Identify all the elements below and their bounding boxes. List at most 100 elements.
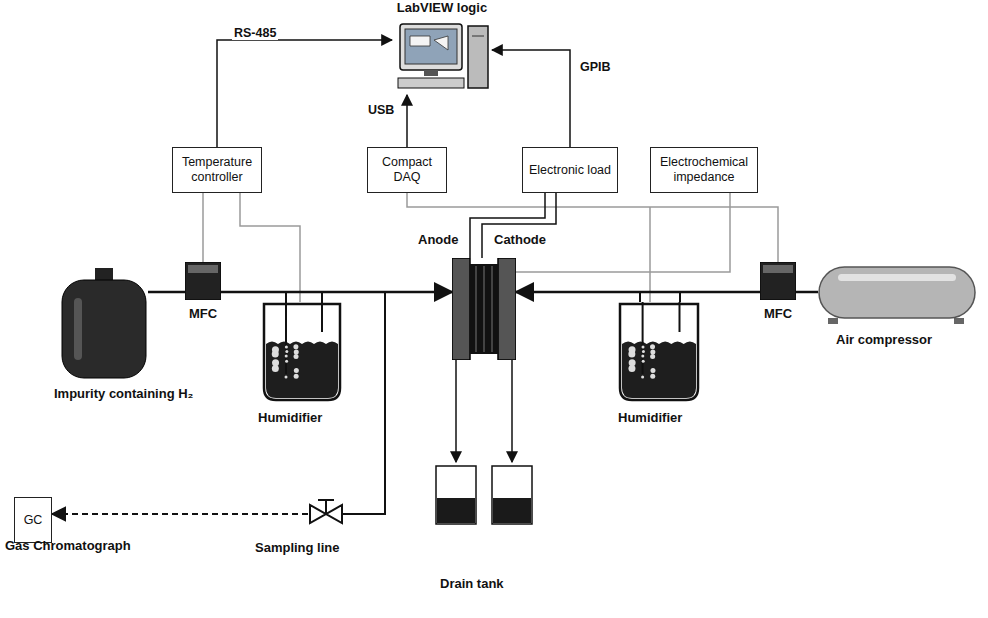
water: [622, 342, 696, 399]
link-label: GPIB: [578, 60, 613, 74]
drain: [436, 360, 532, 524]
bubble: [642, 350, 645, 353]
mass-flow-controller: MFC: [185, 262, 221, 300]
tube: [285, 292, 287, 302]
bubble: [628, 351, 635, 358]
link-label: USB: [366, 103, 396, 117]
inlet-tube: [285, 302, 287, 374]
tank-leg: [828, 318, 838, 324]
mfc-body: [185, 262, 221, 300]
bubble: [293, 344, 298, 349]
membrane-assembly: [470, 264, 498, 354]
bubble: [650, 354, 655, 359]
air-compressor: Air compressor: [818, 266, 976, 324]
bubble: [642, 345, 645, 348]
tube: [639, 292, 641, 302]
mfc-band: [188, 265, 218, 273]
humidifier: Humidifier: [262, 302, 342, 402]
bubble: [642, 360, 645, 363]
bubble: [285, 376, 288, 379]
sampling-pipe: [342, 292, 385, 514]
node-caption: Impurity containing H₂: [54, 386, 234, 402]
load-wire: [482, 193, 556, 258]
air-compressor-shape: [818, 266, 976, 324]
link-label: RS-485: [232, 26, 278, 40]
node-caption: Gas Chromatograph: [5, 538, 155, 554]
bubble: [285, 360, 288, 363]
part-label: Drain tank: [440, 576, 504, 591]
node-caption: Humidifier: [258, 410, 358, 426]
node-caption: MFC: [177, 306, 229, 322]
mfc-body: [760, 262, 796, 300]
cell-layer: [492, 266, 493, 352]
bubble: [294, 374, 299, 379]
control-wire: [202, 193, 204, 262]
control-wire: [649, 207, 651, 302]
node-caption: Cathode: [494, 232, 564, 248]
mass-flow-controller-shape: [185, 262, 221, 300]
node-caption: Air compressor: [836, 332, 976, 348]
gas-line: [221, 291, 452, 294]
tank-body: [819, 267, 975, 318]
tank-highlight: [838, 274, 956, 281]
bubble: [272, 351, 279, 358]
monitor-stand: [424, 70, 438, 76]
humidifier-shape: [618, 302, 700, 402]
mfc-band: [763, 265, 793, 273]
cylinder-body: [62, 280, 146, 378]
keyboard: [398, 78, 464, 88]
humidifier-vessel: [620, 304, 698, 400]
gas-cylinder-shape: [60, 268, 148, 380]
data-link: [217, 40, 392, 147]
drive-slot: [472, 36, 484, 37]
inlet-tube: [642, 302, 644, 374]
fuel-cell-shape: [452, 258, 516, 360]
load-wires: [470, 193, 556, 258]
controller-box: Temperature controller: [172, 147, 262, 193]
daq-box: Compact DAQ: [367, 147, 447, 193]
control-wire: [407, 193, 778, 262]
cell-layer: [476, 266, 477, 352]
bubble: [294, 350, 299, 355]
tube: [679, 292, 681, 302]
data-link: [406, 95, 408, 147]
sample-arrow: [52, 513, 308, 515]
screen-window: [410, 36, 448, 50]
bubble: [272, 365, 279, 372]
control-wire: [240, 193, 300, 302]
gc-box: GCGas Chromatograph: [14, 497, 52, 543]
fuel-cell: AnodeCathode: [452, 258, 516, 360]
node-caption: Anode: [418, 232, 468, 248]
node-caption: MFC: [752, 306, 804, 322]
cell-layer: [484, 266, 485, 352]
node-label: Compact DAQ: [374, 155, 440, 185]
drain-arrow: [511, 360, 513, 462]
bubble: [650, 350, 655, 355]
bubble: [650, 344, 655, 349]
bubble: [285, 355, 288, 358]
tank-leg: [954, 318, 964, 324]
mass-flow-controller: MFC: [760, 262, 796, 300]
bubble: [641, 355, 644, 358]
impedance-box: Electrochemical impedance: [650, 147, 758, 193]
drain-arrow: [455, 360, 457, 462]
gas-line: [796, 291, 818, 294]
humidifier: Humidifier: [618, 302, 700, 402]
outlet-tube: [679, 302, 681, 332]
gas-cylinder: Impurity containing H₂: [60, 268, 148, 380]
valve-handle: [318, 499, 334, 501]
bubble: [628, 365, 635, 372]
node-label: Electronic load: [529, 163, 611, 178]
bubble: [285, 350, 288, 353]
node-label: Electrochemical impedance: [657, 155, 751, 185]
bubble: [641, 376, 644, 379]
bubble: [650, 374, 655, 379]
gas-line: [148, 291, 185, 294]
bubble: [285, 345, 288, 348]
node-caption: LabVIEW logic: [372, 0, 512, 16]
humidifier-shape: [262, 302, 342, 402]
pc-tower: [468, 26, 488, 88]
tube: [321, 292, 323, 302]
monitor: [400, 24, 462, 70]
